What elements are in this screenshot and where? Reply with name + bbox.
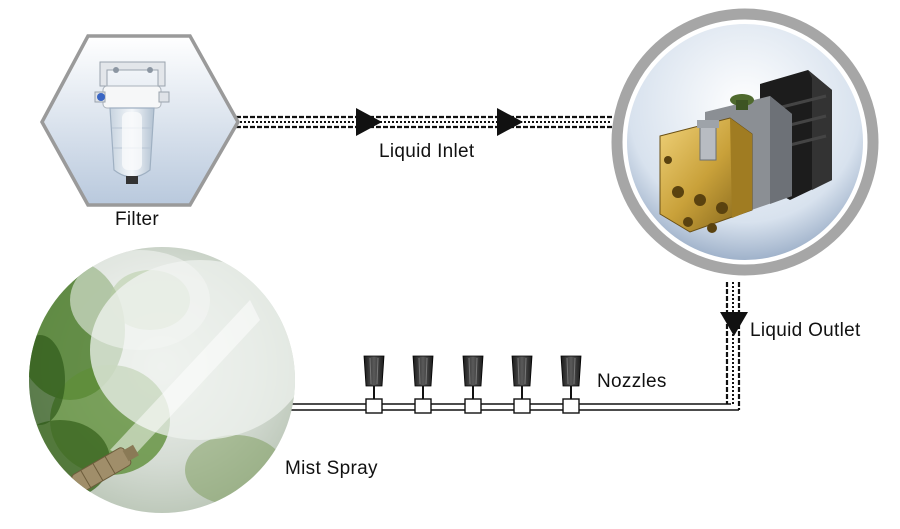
mist-nozzle-icon xyxy=(412,355,434,414)
flow-arrow-icon xyxy=(720,312,748,336)
mist-nozzle-icon xyxy=(462,355,484,414)
nozzles-label: Nozzles xyxy=(597,371,667,392)
mist-spray-label: Mist Spray xyxy=(285,458,378,479)
liquid-outlet-pipe xyxy=(290,282,748,411)
mist-nozzle-icon xyxy=(560,355,582,414)
water-filter-housing-icon xyxy=(94,61,170,184)
nozzle-array xyxy=(363,355,582,414)
liquid-inlet-label: Liquid Inlet xyxy=(379,141,475,162)
mist-nozzle-icon xyxy=(363,355,385,414)
pump-node xyxy=(611,8,879,276)
filter-label: Filter xyxy=(115,209,160,230)
filter-node xyxy=(40,34,241,207)
flow-arrow-icon xyxy=(497,108,523,136)
liquid-inlet-pipe xyxy=(236,108,612,136)
liquid-outlet-label: Liquid Outlet xyxy=(750,320,861,341)
high-pressure-pump-icon xyxy=(659,70,832,233)
mist-nozzle-icon xyxy=(511,355,533,414)
mist-spray-photo xyxy=(29,247,295,513)
flow-arrow-icon xyxy=(356,108,382,136)
